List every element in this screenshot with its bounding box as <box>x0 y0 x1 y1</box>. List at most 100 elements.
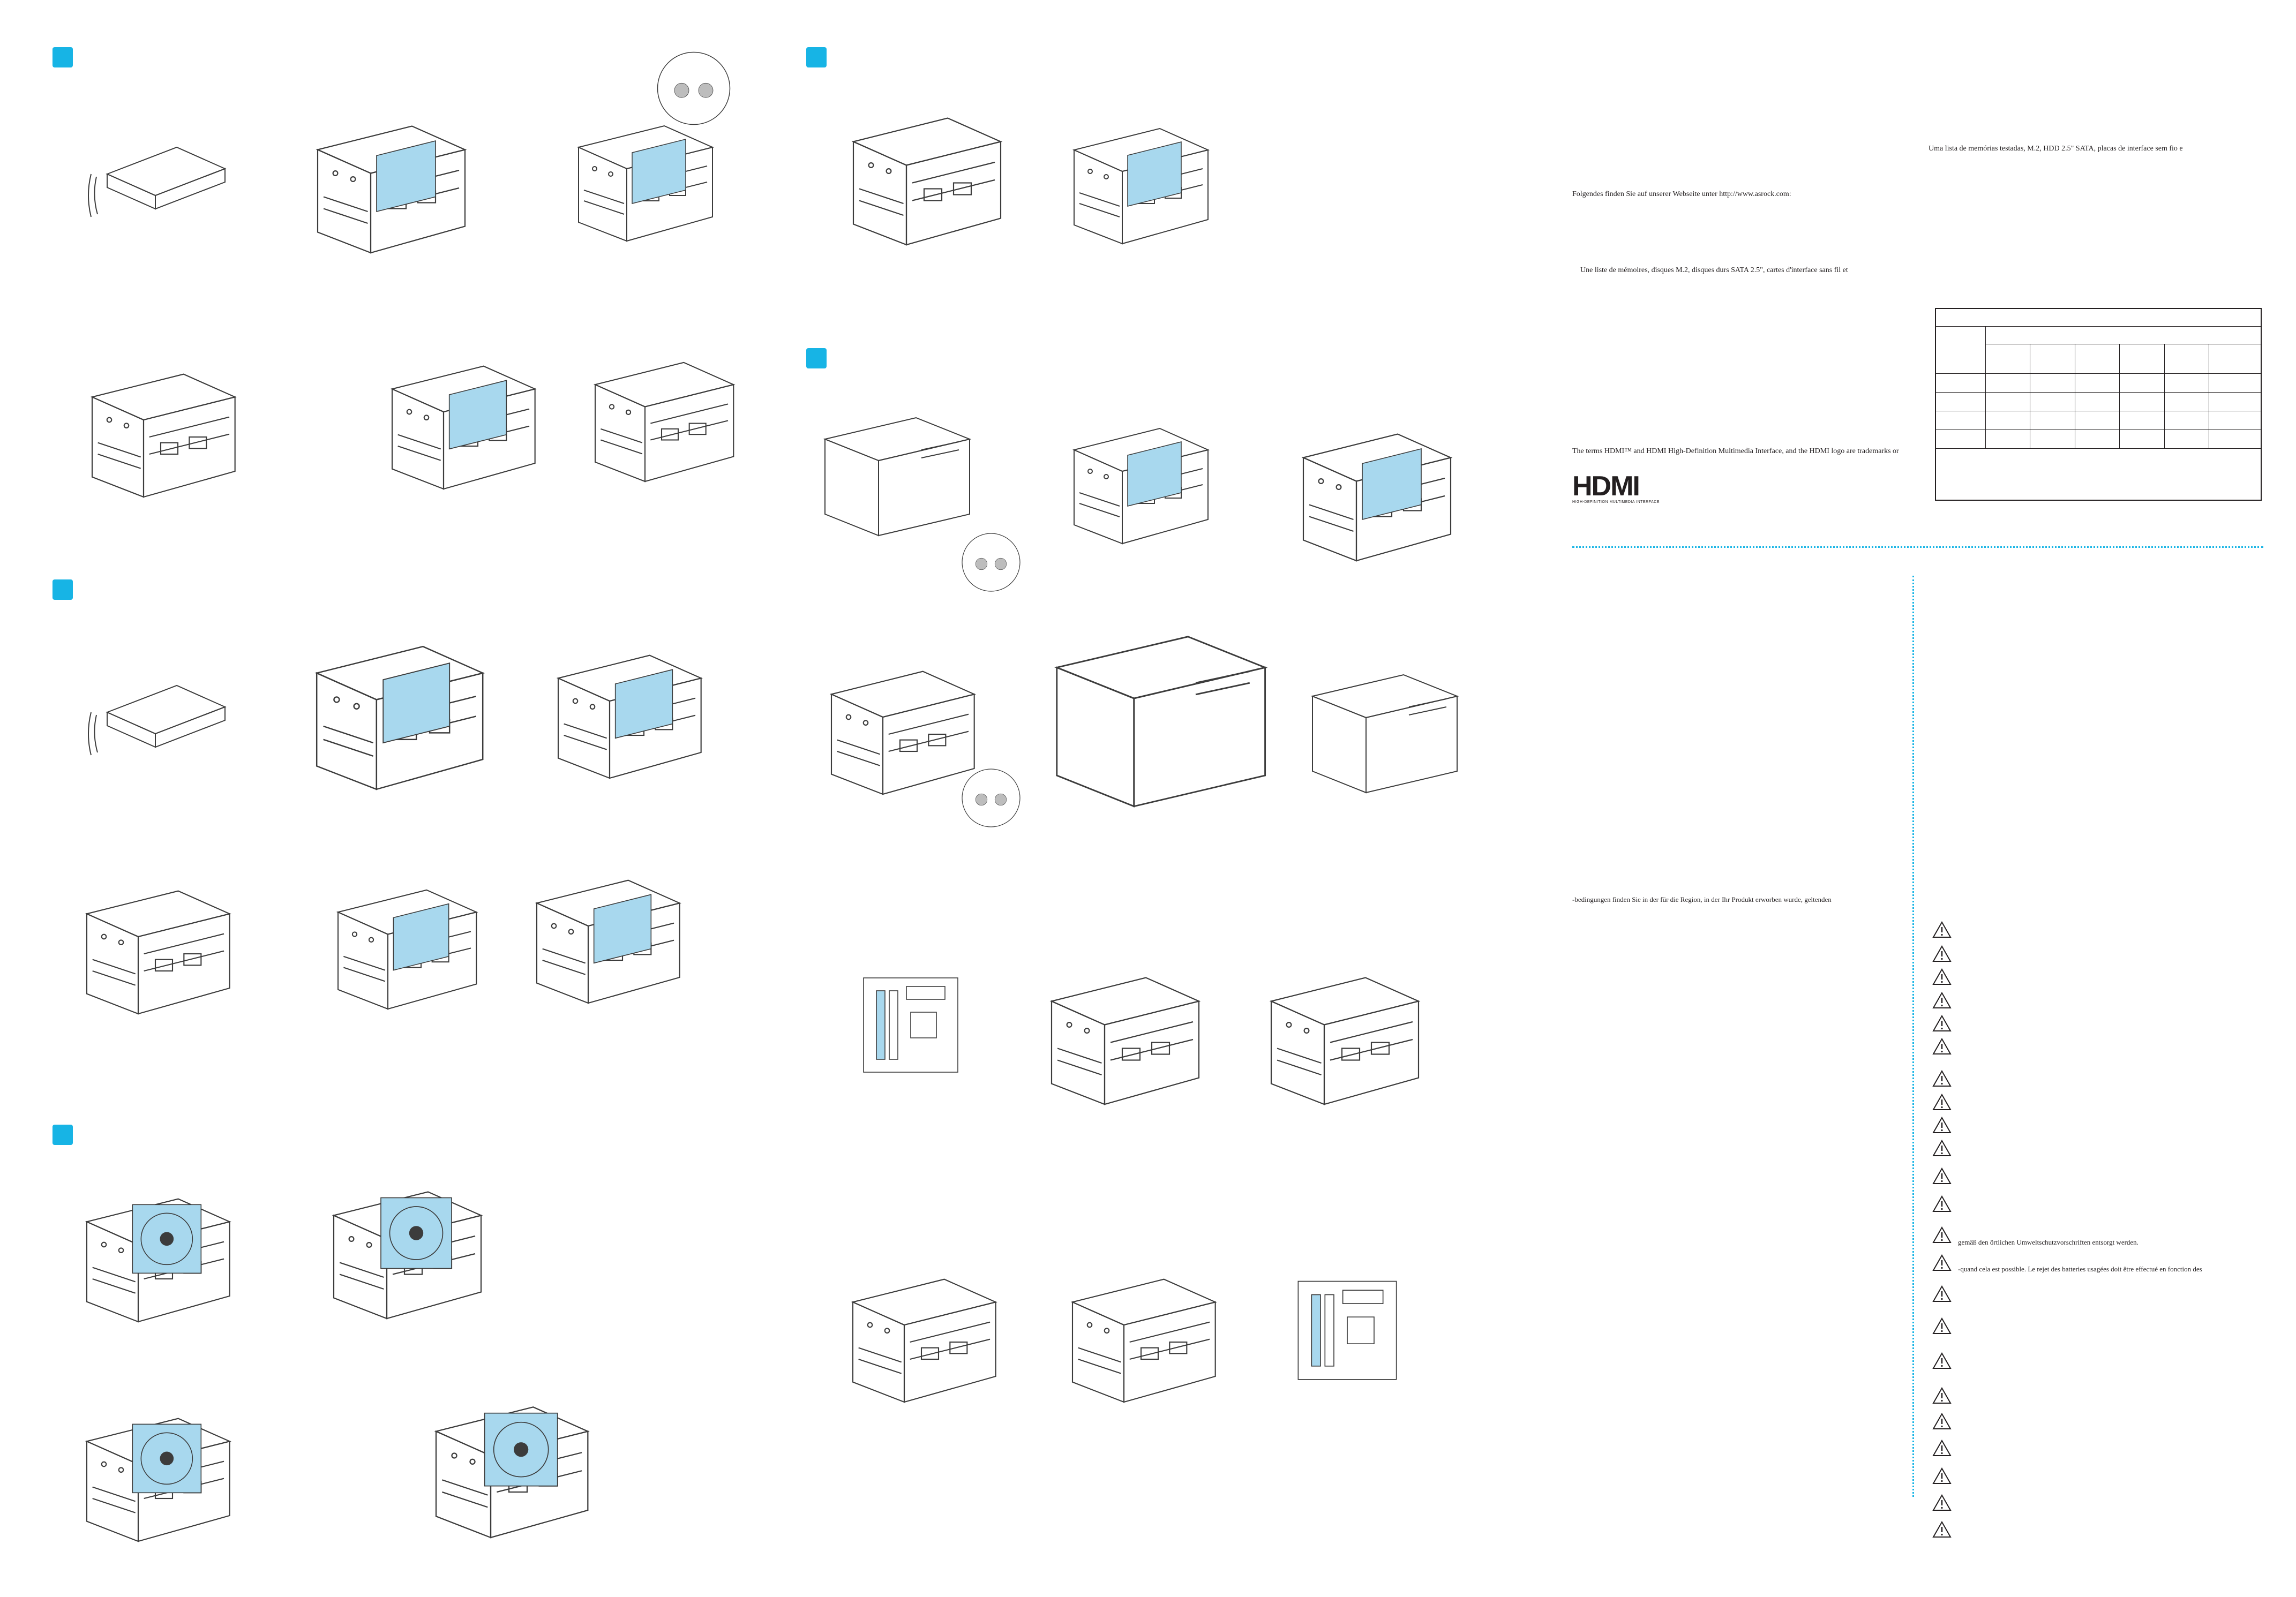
warning-icon <box>1932 1037 1952 1055</box>
text-fr-list: Une liste de mémoires, disques M.2, disq… <box>1580 266 1848 274</box>
illustration-fan-top <box>70 1173 241 1334</box>
warning-icon <box>1932 1285 1952 1302</box>
spec-table <box>1935 308 2262 501</box>
step-marker-3 <box>52 1125 73 1145</box>
table-cell <box>2030 373 2075 393</box>
table-cell <box>2209 392 2262 411</box>
warning-icon <box>1932 945 1952 962</box>
table-cell <box>2119 344 2165 374</box>
illustration-fan-install <box>70 1392 241 1553</box>
warning-icon <box>1932 1317 1952 1335</box>
table-cell <box>1935 373 1986 393</box>
warning-icon <box>1932 991 1952 1009</box>
divider-horizontal <box>1572 546 2263 548</box>
illustration-ssd-tray <box>321 868 487 1018</box>
illustration-board-empty <box>1254 959 1430 1109</box>
text-pt-list: Uma lista de memórias testadas, M.2, HDD… <box>1929 145 2183 153</box>
table-cell <box>2209 411 2262 430</box>
table-cell <box>2209 344 2262 374</box>
illustration-hdd-cable <box>70 115 230 249</box>
table-cell <box>2074 392 2120 411</box>
warning-icon <box>1932 1467 1952 1485</box>
table-cell <box>1985 373 2031 393</box>
illustration-board-tilt <box>1058 102 1219 257</box>
illustration-ssd-mount <box>541 632 712 787</box>
table-cell <box>2074 430 2120 449</box>
step-marker-5 <box>806 348 827 368</box>
hdmi-logo: HDMI HIGH-DEFINITION MULTIMEDIA INTERFAC… <box>1572 472 1679 504</box>
warning-icon <box>1932 1014 1952 1032</box>
table-cell <box>2030 411 2075 430</box>
step-marker-2 <box>52 579 73 600</box>
illustration-cover-side <box>1286 412 1462 568</box>
illustration-board-chassis <box>1034 959 1211 1109</box>
table-cell <box>1935 308 2262 327</box>
illustration-chassis-open <box>579 337 745 493</box>
warning-icon <box>1932 1254 1952 1271</box>
illustration-board-remove <box>836 91 1012 257</box>
illustration-cover-slide <box>1034 621 1280 814</box>
table-cell <box>2119 373 2165 393</box>
table-cell <box>2209 373 2262 393</box>
table-cell <box>2119 430 2165 449</box>
illustration-ssd-rear <box>70 868 241 1023</box>
text-hdmi-trademark: The terms HDMI™ and HDMI High-Definition… <box>1572 447 1899 455</box>
table-cell <box>1935 411 1986 430</box>
text-fr-disposal: -quand cela est possible. Le rejet des b… <box>1958 1265 2202 1273</box>
illustration-screws <box>654 48 734 129</box>
warning-icon <box>1932 921 1952 938</box>
warning-icon <box>1932 1195 1952 1212</box>
illustration-board-top <box>846 964 975 1082</box>
warning-icon <box>1932 968 1952 985</box>
step-marker-1 <box>52 47 73 67</box>
illustration-board-final <box>1280 1269 1414 1387</box>
table-cell <box>1985 344 2031 374</box>
warning-icon <box>1932 1520 1952 1538</box>
illustration-hdd-connect <box>300 107 477 257</box>
table-cell <box>2164 430 2210 449</box>
table-cell <box>2164 411 2210 430</box>
illustration-board-slide <box>1055 1259 1227 1408</box>
table-cell <box>1985 430 2031 449</box>
step-marker-4 <box>806 47 827 67</box>
illustration-ssd-open <box>520 857 691 1012</box>
warning-icon <box>1932 1069 1952 1087</box>
table-cell <box>2030 344 2075 374</box>
table-cell <box>1935 448 2262 501</box>
text-de-warranty: -bedingungen finden Sie in der für die R… <box>1572 895 1832 903</box>
illustration-screws-3 <box>959 766 1023 830</box>
table-cell <box>1985 411 2031 430</box>
table-cell <box>2164 344 2210 374</box>
warning-icon <box>1932 1494 1952 1511</box>
divider-vertical <box>1912 576 1914 1497</box>
table-cell <box>2119 411 2165 430</box>
warning-icon <box>1932 1226 1952 1244</box>
warning-icon <box>1932 1116 1952 1134</box>
warning-icon <box>1932 1167 1952 1185</box>
table-cell <box>1935 392 1986 411</box>
warning-icon <box>1932 1093 1952 1111</box>
text-de-disposal: gemäß den örtlichen Umweltschutzvorschri… <box>1958 1238 2139 1246</box>
text-de-list: Folgendes finden Sie auf unserer Webseit… <box>1572 190 1791 198</box>
table-cell <box>2030 430 2075 449</box>
table-cell <box>1935 326 1986 374</box>
illustration-fan-side <box>316 1167 493 1328</box>
illustration-cover-box <box>814 402 975 546</box>
table-cell <box>1985 326 2262 344</box>
warning-icon <box>1932 1352 1952 1369</box>
table-cell <box>1985 392 2031 411</box>
table-cell <box>2074 344 2120 374</box>
illustration-cover-lift <box>1058 402 1219 557</box>
warning-icon <box>1932 1387 1952 1404</box>
table-cell <box>2074 373 2120 393</box>
illustration-board-insert <box>836 1259 1007 1408</box>
illustration-ssd-cable <box>70 653 230 787</box>
illustration-chassis-rear <box>75 348 246 509</box>
table-cell <box>2030 392 2075 411</box>
table-cell <box>2164 373 2210 393</box>
illustration-screws-2 <box>959 530 1023 594</box>
table-cell <box>1935 430 1986 449</box>
illustration-fan-bottom <box>418 1382 600 1548</box>
illustration-cover-done <box>1302 653 1462 809</box>
hdmi-logo-tagline: HIGH-DEFINITION MULTIMEDIA INTERFACE <box>1572 500 1660 504</box>
